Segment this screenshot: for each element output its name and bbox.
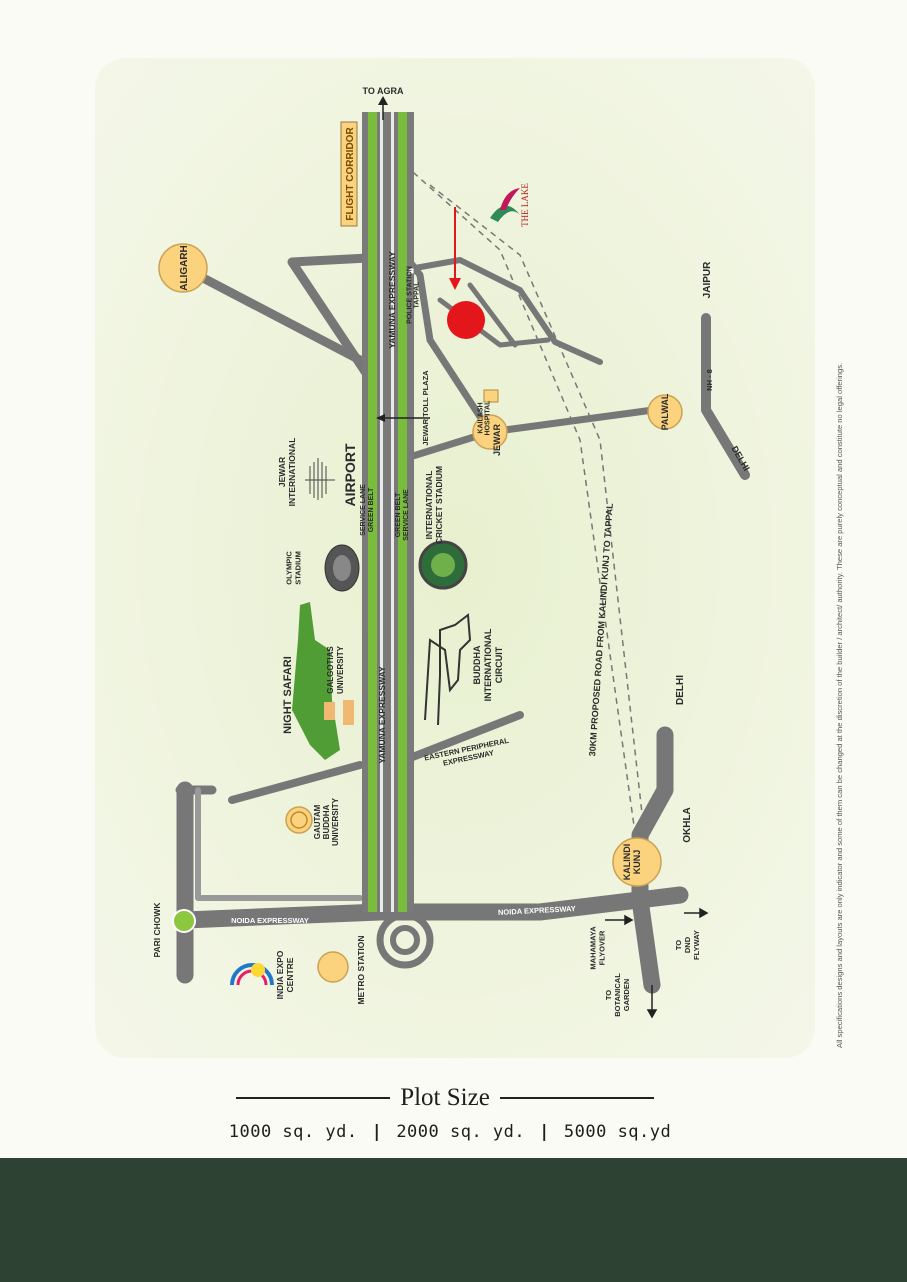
plot-size-header: Plot Size	[236, 1080, 654, 1116]
delhi-okhla-label: DELHI	[675, 675, 686, 705]
night-safari-area	[292, 602, 340, 760]
india-expo-centre-label: INDIA EXPOCENTRE	[275, 950, 295, 999]
location-map: THE LAKE	[95, 58, 845, 1058]
police-station-label: POLICE STATIONTAPPAL	[407, 266, 421, 324]
to-dnd-flyway-label: TODNDFLYWAY	[674, 930, 701, 960]
plot-size-title: Plot Size	[400, 1084, 490, 1111]
airport-icon	[305, 458, 335, 500]
direction-arrows	[605, 907, 709, 1019]
metro-station-label: METRO STATION	[356, 935, 366, 1004]
plot-size-2000: 2000 sq. yd.	[396, 1122, 526, 1142]
jewar-international-label: JEWARINTERNATIONAL	[277, 438, 297, 507]
map-canvas: THE LAKE	[95, 58, 815, 1058]
galgotias-building-1	[324, 702, 335, 720]
night-safari-label: NIGHT SAFARI	[282, 656, 294, 734]
gautam-buddha-university-label: GAUTAMBUDDHAUNIVERSITY	[313, 797, 340, 846]
to-agra-label: TO AGRA	[362, 86, 404, 96]
nh8-label: NH - 8	[705, 369, 714, 391]
city-circles	[158, 243, 683, 983]
olympic-stadium-label: OLYMPICSTADIUM	[285, 551, 303, 585]
proposed-route	[404, 164, 646, 841]
kailash-hospital-label: KAILASHHOSPITAL	[478, 400, 492, 436]
pari-chowk-label: PARI CHOWK	[152, 902, 162, 958]
flight-corridor-box	[340, 121, 358, 227]
footer-band	[0, 1158, 907, 1282]
buddha-international-circuit-label: BUDDHAINTERNATIONALCIRCUIT	[472, 628, 504, 701]
plot-size-list: 1000 sq. yd. | 2000 sq. yd. | 5000 sq.yd	[200, 1122, 700, 1142]
jewar-toll-plaza-label: JEWAR TOLL PLAZA	[421, 370, 430, 446]
aligarh-circle	[158, 243, 208, 293]
galgotias-university-label: GALGOTIASUNIVERSITY	[326, 645, 345, 694]
kalindi-kunj-label: KALINDIKUNJ	[622, 844, 642, 881]
galgotias-building-2	[343, 700, 354, 725]
palwal-circle	[647, 394, 683, 430]
metro-station-circle	[317, 951, 349, 983]
noida-expressway-label-left: NOIDA EXPRESSWAY	[231, 916, 309, 925]
plot-size-rule-right	[499, 1097, 654, 1099]
india-expo-logo	[230, 963, 274, 986]
airport-label: AIRPORT	[342, 443, 358, 506]
yamuna-expressway-label-bottom: YAMUNA EXPRESSWAY	[377, 666, 387, 764]
yamuna-expressway	[362, 96, 414, 912]
disclaimer-container: All specifications designs and layouts a…	[835, 118, 845, 1048]
plot-size-5000: 5000 sq.yd	[563, 1122, 672, 1142]
gautam-buddha-circle	[285, 806, 313, 834]
plot-size-separator: |	[371, 1122, 383, 1142]
the-lake-logo: THE LAKE	[490, 183, 530, 227]
noida-expressway-label-right: NOIDA EXPRESSWAY	[498, 904, 576, 917]
mahamaya-flyover-label: MAHAMAYAFLYOVER	[589, 926, 607, 970]
site-marker	[447, 207, 485, 339]
to-botanical-garden-label: TOBOTANICALGARDEN	[604, 973, 631, 1017]
yamuna-expressway-label-top: YAMUNA EXPRESSWAY	[387, 251, 397, 349]
plot-size-1000: 1000 sq. yd.	[228, 1122, 358, 1142]
green-belt-right-label: GREEN BELTSERVICE LANE	[395, 489, 410, 541]
disclaimer-text: All specifications designs and layouts a…	[835, 362, 844, 1048]
toll-plaza-arrow	[376, 414, 430, 422]
flight-corridor-label: FLIGHT CORRIDOR	[345, 127, 356, 221]
pari-chowk-circle	[172, 909, 196, 933]
jewar-label: JEWAR	[492, 424, 502, 457]
jewar-circle	[472, 414, 508, 450]
jaipur-label: JAIPUR	[702, 261, 713, 298]
palwal-label: PALWAL	[660, 393, 670, 430]
police-station-marker	[407, 267, 415, 275]
kailash-hospital-marker	[483, 389, 499, 403]
kalindi-kunj-circle	[612, 837, 662, 887]
aligarh-label: ALIGARH	[179, 245, 190, 291]
okhla-label: OKHLA	[682, 807, 693, 843]
plot-size-rule-left	[236, 1097, 391, 1099]
international-cricket-stadium-label: INTERNATIONALCRICKET STADIUM	[424, 466, 444, 544]
svg-text:THE LAKE: THE LAKE	[520, 183, 530, 227]
buddha-circuit-track	[424, 613, 472, 726]
service-lane-left-label: SERVICE LANEGREEN BELT	[360, 484, 375, 536]
plot-size-separator: |	[539, 1122, 550, 1142]
